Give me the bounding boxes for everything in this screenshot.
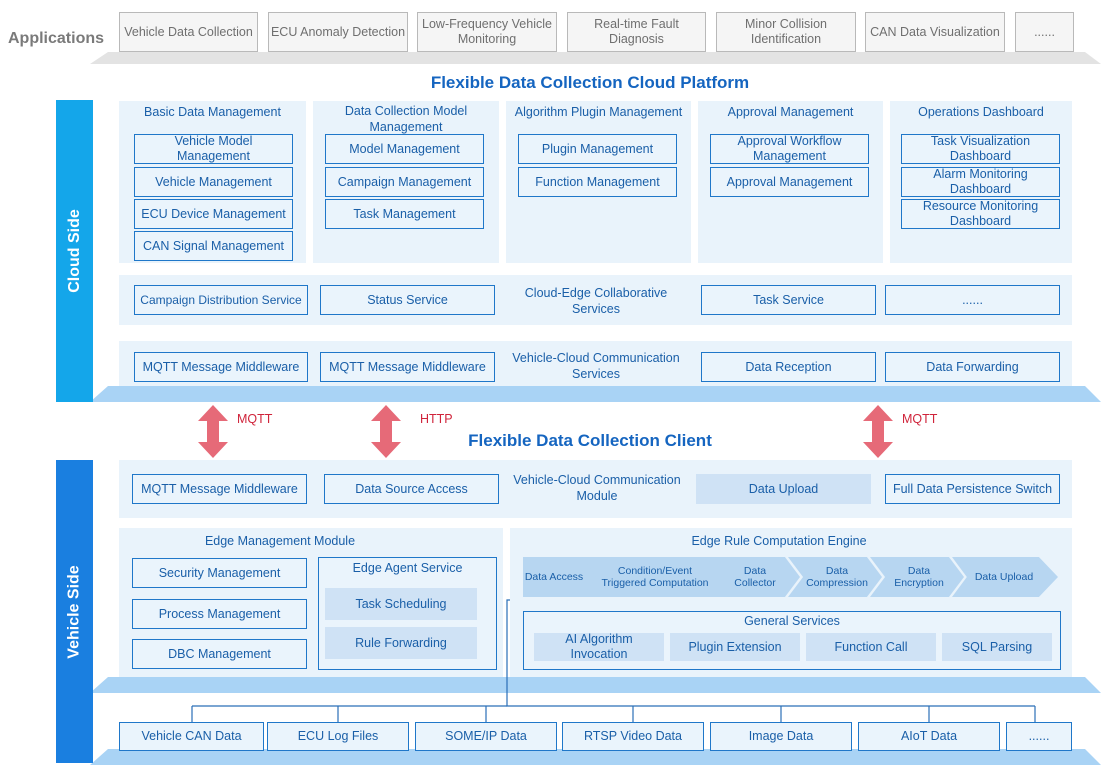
comm-services-label: Vehicle-Cloud Communication Services [512, 351, 680, 381]
alarm-monitoring-dashboard: Alarm Monitoring Dashboard [901, 167, 1060, 197]
rule-engine-title: Edge Rule Computation Engine [691, 534, 867, 548]
approval-management: Approval Management [710, 167, 869, 197]
plugin-management: Plugin Management [518, 134, 677, 164]
protocol-mqtt-left: MQTT [237, 412, 273, 426]
data-source-access: Data Source Access [324, 474, 499, 504]
task-visualization-dashboard: Task Visualization Dashboard [901, 134, 1060, 164]
app-realtime-fault-diagnosis: Real-time Fault Diagnosis [567, 12, 706, 52]
dbc-management: DBC Management [132, 639, 307, 669]
app-more: ...... [1015, 12, 1074, 52]
edge-management-title: Edge Management Module [204, 534, 356, 548]
process-management: Process Management [132, 599, 307, 629]
collab-more: ...... [885, 285, 1060, 315]
pipeline-condition-event: Condition/Event Triggered Computation [582, 557, 724, 597]
ai-algorithm-invocation: AI Algorithm Invocation [534, 632, 664, 661]
cloud-platform-title: Flexible Data Collection Cloud Platform [430, 73, 750, 92]
group-title: Basic Data Management [144, 105, 281, 119]
client-mqtt-middleware: MQTT Message Middleware [132, 474, 307, 504]
task-management: Task Management [325, 199, 484, 229]
source-image-data: Image Data [710, 722, 852, 751]
rule-forwarding: Rule Forwarding [325, 627, 477, 659]
vehicle-side-bar: Vehicle Side [56, 460, 93, 763]
model-management: Model Management [325, 134, 484, 164]
collab-services-label: Cloud-Edge Collaborative Services [524, 286, 668, 316]
approval-workflow-management: Approval Workflow Management [710, 134, 869, 164]
status-service: Status Service [320, 285, 495, 315]
edge-agent-title: Edge Agent Service [352, 561, 463, 575]
comm-module-label: Vehicle-Cloud Communication Module [513, 473, 681, 503]
pipeline-data-compression: Data Compression [788, 557, 882, 597]
data-upload: Data Upload [696, 474, 871, 504]
source-someip-data: SOME/IP Data [415, 722, 557, 751]
mqtt-arrow-left [198, 405, 228, 458]
mqtt-middleware-1: MQTT Message Middleware [134, 352, 308, 382]
ecu-device-management: ECU Device Management [134, 199, 293, 229]
data-reception: Data Reception [701, 352, 876, 382]
source-ecu-log-files: ECU Log Files [267, 722, 409, 751]
sql-parsing: SQL Parsing [942, 633, 1052, 661]
resource-monitoring-dashboard: Resource Monitoring Dashboard [901, 199, 1060, 229]
can-signal-management: CAN Signal Management [134, 231, 293, 261]
mqtt-arrow-right [863, 405, 893, 458]
pipeline-data-access: Data Access [523, 557, 599, 597]
group-title: Algorithm Plugin Management [514, 105, 683, 119]
group-title: Data Collection Model Management [344, 104, 468, 134]
group-title: Approval Management [727, 105, 854, 119]
source-more: ...... [1006, 722, 1072, 751]
source-aiot-data: AIoT Data [858, 722, 1000, 751]
general-services-title: General Services [744, 613, 840, 628]
full-data-persistence-switch: Full Data Persistence Switch [885, 474, 1060, 504]
campaign-management: Campaign Management [325, 167, 484, 197]
campaign-distribution-service: Campaign Distribution Service [134, 285, 308, 315]
app-vehicle-data-collection: Vehicle Data Collection [119, 12, 258, 52]
app-low-frequency-monitoring: Low-Frequency Vehicle Monitoring [417, 12, 557, 52]
function-management: Function Management [518, 167, 677, 197]
protocol-mqtt-right: MQTT [902, 412, 938, 426]
task-service: Task Service [701, 285, 876, 315]
pipeline-data-upload: Data Upload [952, 557, 1058, 597]
task-scheduling: Task Scheduling [325, 588, 477, 620]
data-forwarding: Data Forwarding [885, 352, 1060, 382]
plugin-extension: Plugin Extension [670, 633, 800, 661]
source-rtsp-video-data: RTSP Video Data [562, 722, 704, 751]
protocol-http: HTTP [420, 412, 453, 426]
vehicle-model-management: Vehicle Model Management [134, 134, 293, 164]
security-management: Security Management [132, 558, 307, 588]
function-call: Function Call [806, 633, 936, 661]
client-title: Flexible Data Collection Client [468, 431, 712, 450]
group-title: Operations Dashboard [918, 105, 1044, 119]
vehicle-management: Vehicle Management [134, 167, 293, 197]
pipeline-data-encryption: Data Encryption [870, 557, 964, 597]
mqtt-middleware-2: MQTT Message Middleware [320, 352, 495, 382]
app-minor-collision: Minor Collision Identification [716, 12, 856, 52]
http-arrow [371, 405, 401, 458]
cloud-side-bar: Cloud Side [56, 100, 93, 402]
app-can-data-visualization: CAN Data Visualization [865, 12, 1005, 52]
applications-label: Applications [8, 30, 105, 47]
source-vehicle-can-data: Vehicle CAN Data [119, 722, 264, 751]
pipeline-data-collector: Data Collector [706, 557, 800, 597]
app-ecu-anomaly-detection: ECU Anomaly Detection [268, 12, 408, 52]
